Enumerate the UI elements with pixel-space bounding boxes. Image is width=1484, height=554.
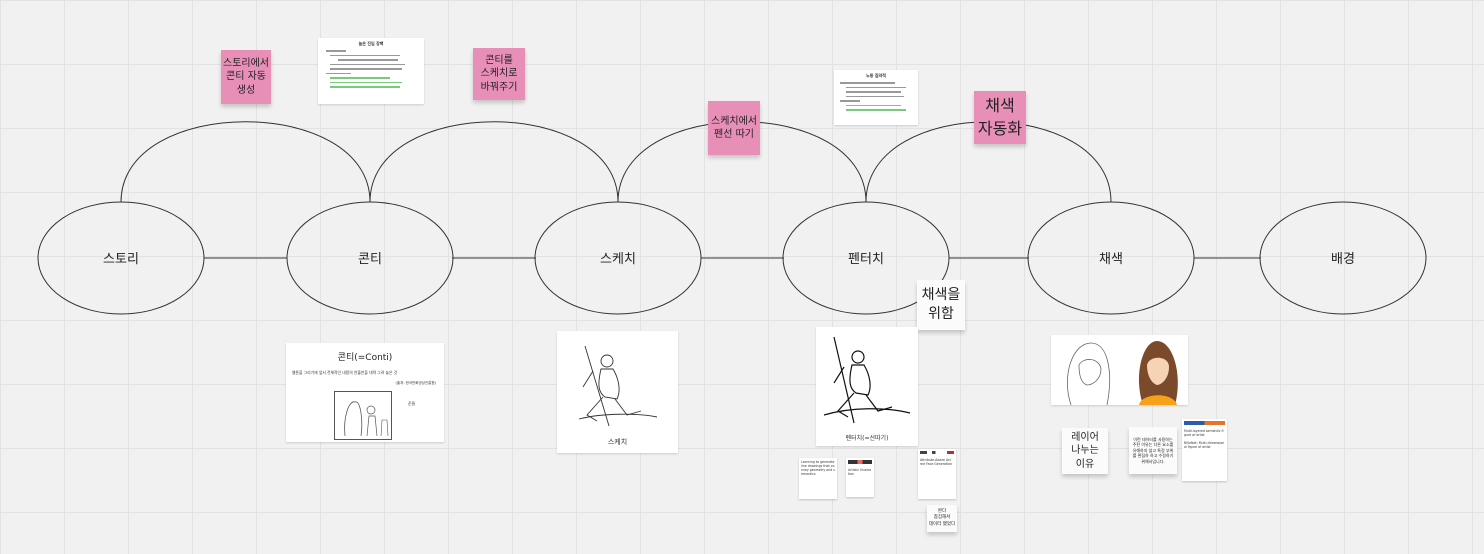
doc-line (330, 63, 405, 65)
conti-panel-drawing (344, 401, 389, 437)
doc-high-barrier[interactable]: 높은 진입 장벽 (318, 38, 424, 104)
arc-conti-sketch (369, 121, 619, 203)
sketch-drawing (578, 345, 658, 427)
conti-definition-card[interactable]: 콘티(=Conti) 웹툰을 그리기에 앞서 전체적인 내용의 연출만을 대략 … (286, 343, 444, 442)
sticky-sketch-pen[interactable]: 스케치에서 펜선 따기 (708, 101, 760, 155)
doc-high-barrier-title: 높은 진입 장벽 (358, 41, 384, 46)
node-pen[interactable]: 펜터치 (782, 201, 950, 315)
pen-drawing (823, 336, 911, 424)
sticky-conti-to-sketch[interactable]: 콘티를 스케치로 바꿔주기 (473, 48, 525, 100)
paper-thumb-1[interactable]: Learning to generate line drawings that … (799, 458, 837, 499)
doc-line (846, 104, 901, 106)
color-image-card[interactable] (1051, 335, 1188, 405)
node-story[interactable]: 스토리 (37, 201, 205, 315)
pen-caption: 펜터치(=선따기) (845, 435, 889, 442)
sketch-caption: 스케치 (607, 438, 628, 446)
conti-card-desc: 웹툰을 그리기에 앞서 전체적인 내용의 연출만을 대략 그려 놓은 것 (292, 370, 398, 375)
doc-line (840, 82, 895, 84)
node-color[interactable]: 채색 (1027, 201, 1195, 315)
node-sketch[interactable]: 스케치 (534, 201, 702, 315)
arc-story-conti (120, 121, 371, 203)
doc-line (846, 95, 904, 97)
doc-labor-intensive-title: 노동 집약적 (866, 73, 886, 78)
paper-thumb-2-text: Artistic Illustration (848, 468, 872, 477)
doc-line (338, 59, 398, 61)
sticky-story-auto[interactable]: 스토리에서 콘티 자동 생성 (221, 50, 271, 104)
color-drawing (1067, 341, 1178, 405)
node-sketch-label: 스케치 (600, 252, 636, 267)
sticky-auto-color[interactable]: 채색 자동화 (974, 91, 1026, 144)
doc-labor-intensive[interactable]: 노동 집약적 (834, 70, 918, 125)
paper-thumb-2-header (848, 460, 872, 464)
node-pen-label: 펜터치 (848, 252, 884, 267)
sticky-for-color[interactable]: 채색을 위함 (917, 280, 965, 330)
doc-line (330, 81, 402, 83)
node-story-label: 스토리 (103, 252, 139, 267)
doc-line (846, 109, 906, 111)
doc-line (330, 86, 400, 88)
doc-line (846, 91, 901, 93)
doc-line (330, 68, 402, 70)
paper-thumb-5-text: BiSeNet: Multi-dimensional figure of art… (1184, 441, 1225, 450)
paper-thumb-4[interactable]: Multi-layered semantic figure of artist … (1182, 419, 1227, 481)
doc-line (330, 54, 400, 56)
doc-line (330, 77, 390, 79)
doc-line (326, 72, 351, 74)
paper-thumb-3-text: Attribute-Aware Anime Face Generation (920, 458, 953, 467)
paper-thumb-4-text: Multi-layered semantic figure of artist (1184, 429, 1224, 438)
doc-line (846, 86, 906, 88)
node-conti[interactable]: 콘티 (286, 201, 454, 315)
paper-thumb-4-header (1184, 421, 1225, 425)
conti-card-title: 콘티(=Conti) (337, 353, 393, 363)
paper-thumb-3-header (920, 451, 954, 454)
paper-thumb-1-text: Learning to generate line drawings that … (801, 460, 835, 477)
sketch-image-card[interactable]: 스케치 (557, 331, 678, 453)
paper-thumb-2[interactable]: Artistic Illustration (846, 458, 874, 497)
conti-panel (334, 391, 392, 440)
pen-image-card[interactable]: 펜터치(=선따기) (816, 327, 918, 446)
conti-card-char-label: 준둥 (408, 401, 416, 406)
node-color-label: 채색 (1099, 252, 1123, 267)
conti-card-source: (출처: 한국만화영상진흥원) (395, 381, 436, 385)
node-bg-label: 배경 (1331, 252, 1355, 267)
node-conti-label: 콘티 (358, 252, 382, 267)
doc-line (840, 100, 860, 102)
sticky-small-note[interactable]: 완다 참겁해서 데이터 했었다 (927, 505, 957, 532)
sticky-color-note[interactable]: 이런 데이터를 사용하는 주된 이유는 다른 요소를 유해하지 않고 특정 부위… (1129, 427, 1177, 474)
sticky-layer-reason[interactable]: 레이어 나누는 이유 (1062, 428, 1108, 474)
node-bg[interactable]: 배경 (1259, 201, 1427, 315)
paper-thumb-3[interactable]: Attribute-Aware Anime Face Generation (918, 449, 956, 499)
doc-line (326, 50, 346, 52)
